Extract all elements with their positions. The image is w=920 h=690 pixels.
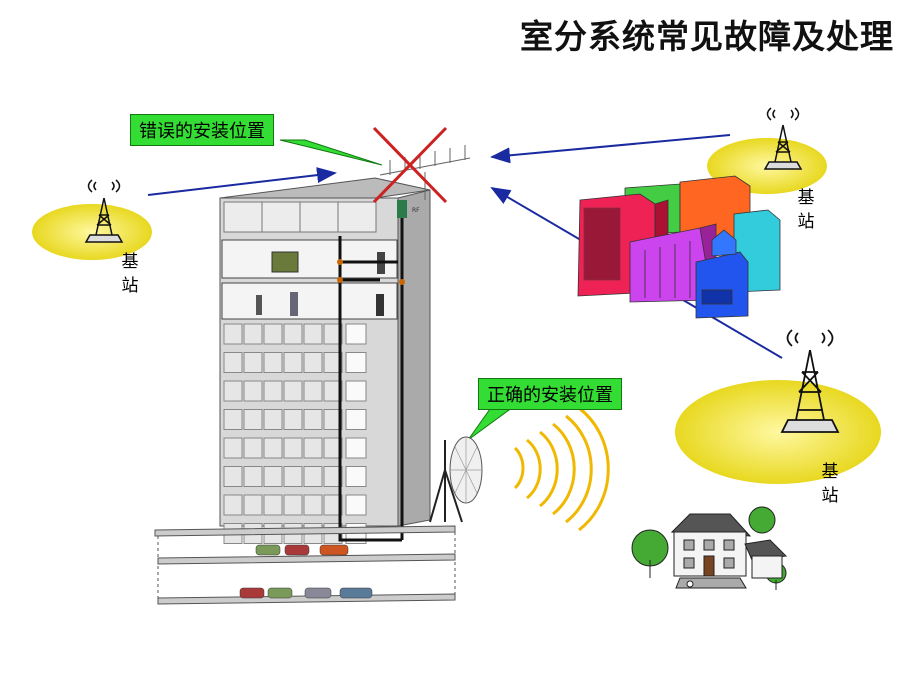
stairwell-window bbox=[345, 466, 367, 487]
building-window bbox=[323, 494, 343, 516]
building-window bbox=[263, 466, 283, 487]
building-window bbox=[303, 466, 323, 487]
building-window bbox=[283, 323, 303, 345]
building-window bbox=[263, 380, 283, 402]
building-window bbox=[223, 380, 243, 402]
building-window bbox=[323, 323, 343, 345]
signal-arrow bbox=[490, 134, 731, 164]
stairwell-window bbox=[345, 380, 367, 402]
wrong-cross-icon bbox=[372, 126, 448, 204]
dish-antenna bbox=[429, 436, 483, 523]
stairwell-window bbox=[345, 352, 367, 373]
callout-wrong-position: 错误的安装位置 bbox=[130, 114, 274, 146]
building-window bbox=[303, 409, 323, 430]
house bbox=[631, 506, 788, 590]
yagi-antenna bbox=[379, 145, 471, 200]
building-window bbox=[223, 352, 243, 373]
building-window bbox=[303, 323, 323, 345]
signal-waves bbox=[513, 406, 610, 532]
building-window bbox=[243, 380, 263, 402]
building-window bbox=[243, 437, 263, 459]
building-window bbox=[283, 494, 303, 516]
station-label-top-right: 基站 bbox=[797, 188, 815, 232]
tower-icon bbox=[780, 329, 840, 433]
building-window bbox=[283, 352, 303, 373]
callout-pointer-wrong bbox=[279, 139, 383, 166]
tower-icon bbox=[763, 107, 803, 170]
parking-garage bbox=[154, 525, 456, 605]
building-window bbox=[323, 352, 343, 373]
building-window bbox=[243, 494, 263, 516]
building-window bbox=[263, 323, 283, 345]
station-glow-left bbox=[32, 204, 152, 260]
building-window bbox=[243, 323, 263, 345]
building-window bbox=[303, 352, 323, 373]
building-window bbox=[323, 437, 343, 459]
building-window bbox=[303, 437, 323, 459]
building-window bbox=[323, 380, 343, 402]
tower-icon bbox=[84, 179, 124, 243]
building-window bbox=[263, 409, 283, 430]
station-label-bottom-right: 基站 bbox=[821, 462, 839, 506]
building-window bbox=[263, 352, 283, 373]
station-label-left: 基站 bbox=[121, 252, 139, 296]
station-glow-bottom-right bbox=[675, 380, 881, 484]
building-window bbox=[303, 494, 323, 516]
building-window bbox=[283, 466, 303, 487]
stairwell-window bbox=[345, 494, 367, 516]
building bbox=[219, 177, 431, 544]
building-window bbox=[323, 409, 343, 430]
building-window bbox=[283, 437, 303, 459]
device-tag: RF bbox=[412, 207, 420, 214]
city-buildings bbox=[577, 175, 781, 319]
stairwell-window bbox=[345, 409, 367, 430]
building-window bbox=[303, 380, 323, 402]
building-window bbox=[283, 380, 303, 402]
building-window bbox=[223, 437, 243, 459]
building-window bbox=[243, 352, 263, 373]
building-window bbox=[223, 323, 243, 345]
stairwell-window bbox=[345, 323, 367, 345]
building-window bbox=[323, 466, 343, 487]
building-window bbox=[243, 466, 263, 487]
signal-arrow bbox=[147, 167, 337, 196]
stairwell-window bbox=[345, 437, 367, 459]
building-window bbox=[263, 437, 283, 459]
building-window bbox=[263, 494, 283, 516]
building-window bbox=[243, 409, 263, 430]
building-window bbox=[223, 494, 243, 516]
building-window bbox=[223, 466, 243, 487]
page-title: 室分系统常见故障及处理 bbox=[520, 17, 894, 56]
building-window bbox=[223, 409, 243, 430]
callout-correct-position: 正确的安装位置 bbox=[478, 378, 622, 410]
building-window bbox=[283, 409, 303, 430]
